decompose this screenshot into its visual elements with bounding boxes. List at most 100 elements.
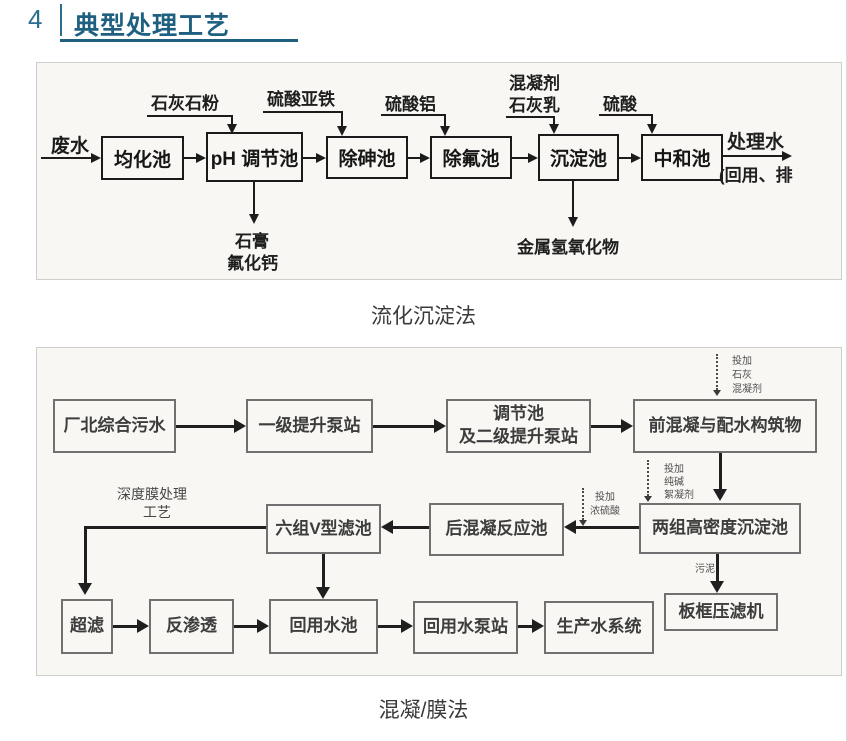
flow-arrowhead	[137, 619, 149, 633]
gypsum-label: 石膏	[235, 232, 269, 251]
reagent-line	[506, 116, 555, 118]
reagent-arrowhead	[549, 124, 559, 134]
pre-coagulation-label: 前混凝与配水构筑物	[648, 415, 802, 435]
reagent-line	[553, 116, 555, 126]
flow-arrowhead	[78, 583, 92, 595]
header-divider	[60, 4, 62, 36]
flow-line	[84, 526, 266, 529]
limestone-powder-label: 石灰石粉	[151, 94, 219, 113]
dose-soda-annotation-line3: 絮凝剂	[664, 490, 694, 501]
flow-line	[113, 625, 137, 628]
flow-line	[518, 625, 532, 628]
neutralization-tank-box: 中和池	[641, 134, 723, 181]
reagent-line	[231, 115, 233, 127]
fluoride-removal-tank-box: 除氟池	[430, 136, 512, 179]
dosing-arrowhead	[644, 496, 652, 502]
raw-wastewater-label: 厂北综合污水	[63, 415, 166, 435]
coagulant-label: 混凝剂	[509, 74, 560, 93]
neutralization-tank-label: 中和池	[653, 149, 711, 170]
reuse-pump-station-box: 回用水泵站	[413, 601, 518, 654]
pre-coagulation-box: 前混凝与配水构筑物	[633, 399, 817, 453]
header-underline	[60, 39, 298, 42]
dosing-arrowhead	[579, 520, 587, 526]
arsenic-removal-tank-label: 除砷池	[338, 149, 396, 170]
section-number: 4	[28, 4, 43, 34]
dosing-dotted-line	[716, 354, 718, 390]
flow-line	[719, 453, 722, 491]
sludge-arrowhead	[710, 581, 724, 593]
sludge-label: 污泥	[695, 564, 715, 575]
deep-membrane-label-line2: 工艺	[143, 504, 171, 520]
flow-arrowhead	[713, 489, 727, 501]
reuse-pool-label: 回用水池	[289, 616, 358, 636]
reagent-arrowhead	[440, 126, 450, 136]
flow-line	[303, 157, 317, 159]
flow-arrowhead	[257, 619, 269, 633]
dose-soda-annotation-line1: 投加	[664, 464, 684, 475]
regulating-tank-label-line2: 及二级提升泵站	[459, 427, 578, 446]
page-title: 典型处理工艺	[74, 12, 231, 40]
raw-wastewater-box: 厂北综合污水	[53, 399, 176, 453]
sulfuric-acid-label: 硫酸	[603, 95, 637, 114]
dose-acid-annotation-line1: 投加	[595, 492, 615, 503]
equalization-tank-box: 均化池	[101, 136, 184, 180]
dosing-dotted-line	[647, 460, 649, 496]
dosing-arrowhead	[713, 390, 721, 396]
flow-line	[393, 526, 429, 529]
flow-arrowhead	[316, 587, 330, 599]
flow-line	[373, 425, 434, 428]
flow-arrowhead	[381, 520, 393, 534]
flow-arrowhead	[91, 153, 101, 163]
high-density-sedimentation-box: 两组高密度沉淀池	[639, 503, 801, 554]
flow-line	[378, 625, 401, 628]
production-water-label: 生产水系统	[556, 617, 642, 637]
reagent-arrowhead	[337, 126, 347, 136]
dose-lime-annotation-line1: 投加	[732, 356, 752, 367]
calcium-fluoride-label: 氟化钙	[227, 254, 278, 273]
flow-line	[41, 157, 92, 159]
reverse-osmosis-box: 反渗透	[149, 599, 234, 654]
treated-water-label: 处理水	[727, 132, 785, 153]
metal-hydroxides-label: 金属氢氧化物	[517, 238, 619, 257]
flow-line	[408, 157, 421, 159]
reagent-line	[444, 114, 446, 127]
regulating-tank-label-line1: 调节池	[493, 404, 544, 424]
sedimentation-tank-label: 沉淀池	[549, 149, 607, 170]
byproduct-arrowhead	[568, 217, 578, 227]
flow-arrowhead	[528, 153, 538, 163]
diagram1-caption: 流化沉淀法	[371, 305, 476, 328]
dose-lime-annotation-line3: 混凝剂	[732, 384, 762, 395]
reagent-line	[381, 114, 446, 116]
reagent-line	[341, 111, 343, 127]
reagent-arrowhead	[227, 124, 237, 134]
byproduct-arrowhead	[249, 214, 259, 224]
reuse-pool-box: 回用水池	[269, 599, 378, 654]
deep-membrane-label-line1: 深度膜处理	[117, 486, 187, 502]
production-water-box: 生产水系统	[544, 601, 654, 654]
flow-line	[591, 425, 621, 428]
byproduct-line	[253, 182, 255, 216]
fluoride-removal-tank-label: 除氟池	[442, 149, 500, 170]
ph-adjust-tank-box: pH 调节池	[206, 132, 303, 182]
aluminum-sulfate-label: 硫酸铝	[385, 95, 436, 114]
post-coagulation-label: 后混凝反应池	[445, 519, 548, 539]
dosing-dotted-line	[582, 488, 584, 520]
flow-arrowhead	[434, 419, 446, 433]
influent-label: 废水	[51, 136, 90, 157]
flow-line	[184, 157, 197, 159]
diagram2-caption: 混凝/膜法	[378, 699, 469, 722]
reagent-line	[147, 115, 233, 117]
flow-arrowhead	[782, 151, 792, 161]
filter-press-box: 板框压滤机	[664, 593, 778, 631]
sludge-line	[716, 554, 719, 583]
flow-line	[322, 554, 325, 589]
high-density-sedimentation-label: 两组高密度沉淀池	[652, 518, 788, 538]
reverse-osmosis-label: 反渗透	[166, 616, 217, 636]
flowchart-fluidized-sedimentation: 废水 均化池 pH 调节池 除砷池 除氟池 沉淀池 中和池 处理水 (回用、排 …	[36, 62, 842, 280]
ph-adjust-tank-label: pH 调节池	[210, 148, 299, 170]
reagent-line	[651, 114, 653, 126]
v-filter-box: 六组V型滤池	[266, 504, 381, 554]
post-coagulation-box: 后混凝反应池	[429, 503, 564, 556]
dose-lime-annotation-line2: 石灰	[732, 370, 752, 381]
byproduct-line	[572, 181, 574, 219]
